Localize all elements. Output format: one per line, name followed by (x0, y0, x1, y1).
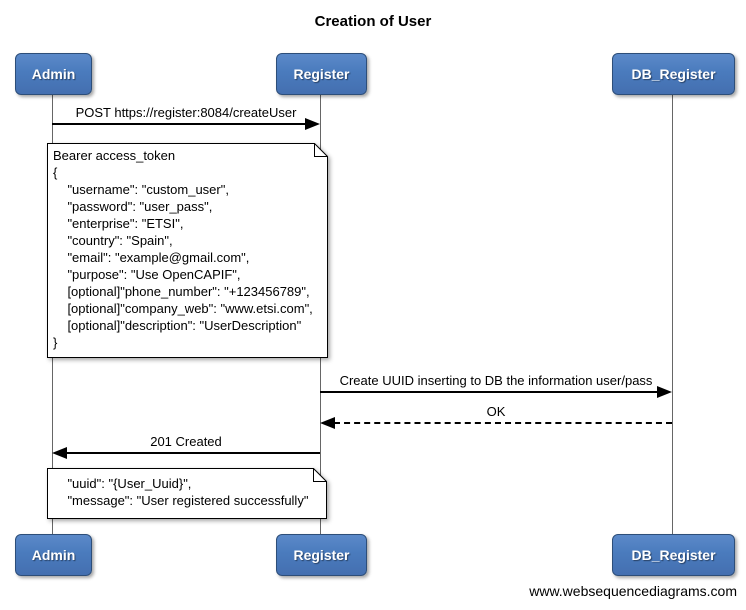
actor-admin-label: Admin (31, 547, 76, 563)
note-line: Bearer access_token (53, 148, 176, 163)
actor-db-register-bottom: DB_Register (612, 534, 735, 576)
message-line-201-created (66, 452, 320, 454)
actor-db-register-label: DB_Register (631, 66, 716, 82)
message-line-post-createuser (52, 123, 306, 125)
message-label-post-createuser: POST https://register:8084/createUser (75, 105, 297, 120)
note-shape (47, 143, 328, 358)
websequencediagrams-watermark: www.websequencediagrams.com (529, 583, 737, 599)
note-line: "enterprise": "ETSI", (53, 216, 184, 231)
arrowhead-left-icon (52, 447, 67, 459)
actor-register-label: Register (293, 66, 350, 82)
note-line: "message": "User registered successfully… (53, 493, 309, 508)
diagram-title: Creation of User (314, 13, 432, 30)
message-line-create-uuid (320, 391, 658, 393)
message-line-ok (334, 422, 672, 424)
note-response-body: "uuid": "{User_Uuid}", "message": "User … (47, 468, 327, 519)
note-line: "uuid": "{User_Uuid}", (53, 476, 192, 491)
actor-admin-top: Admin (15, 53, 92, 95)
arrowhead-right-icon (305, 118, 320, 130)
lifeline-db-register (672, 93, 673, 535)
note-line: "country": "Spain", (53, 233, 173, 248)
actor-admin-label: Admin (31, 66, 76, 82)
message-label-ok: OK (486, 404, 506, 419)
note-shape (47, 468, 327, 519)
message-label-create-uuid: Create UUID inserting to DB the informat… (339, 373, 653, 388)
arrowhead-left-icon (320, 417, 335, 429)
note-line: "password": "user_pass", (53, 199, 213, 214)
actor-admin-bottom: Admin (15, 534, 92, 576)
note-line: [optional]"description": "UserDescriptio… (53, 318, 302, 333)
actor-register-top: Register (276, 53, 367, 95)
note-line: "username": "custom_user", (53, 182, 229, 197)
message-label-201-created: 201 Created (150, 434, 222, 449)
actor-register-bottom: Register (276, 534, 367, 576)
note-line: [optional]"phone_number": "+123456789", (53, 284, 310, 299)
arrowhead-right-icon (657, 386, 672, 398)
note-line: } (53, 335, 58, 350)
actor-db-register-label: DB_Register (631, 547, 716, 563)
note-request-body: Bearer access_token { "username": "custo… (47, 143, 328, 358)
note-line: [optional]"company_web": "www.etsi.com", (53, 301, 313, 316)
actor-register-label: Register (293, 547, 350, 563)
note-line: { (53, 165, 58, 180)
note-line: "purpose": "Use OpenCAPIF", (53, 267, 241, 282)
note-response-text: "uuid": "{User_Uuid}", "message": "User … (47, 468, 327, 519)
note-line: "email": "example@gmail.com", (53, 250, 250, 265)
actor-db-register-top: DB_Register (612, 53, 735, 95)
note-request-text: Bearer access_token { "username": "custo… (47, 143, 328, 358)
